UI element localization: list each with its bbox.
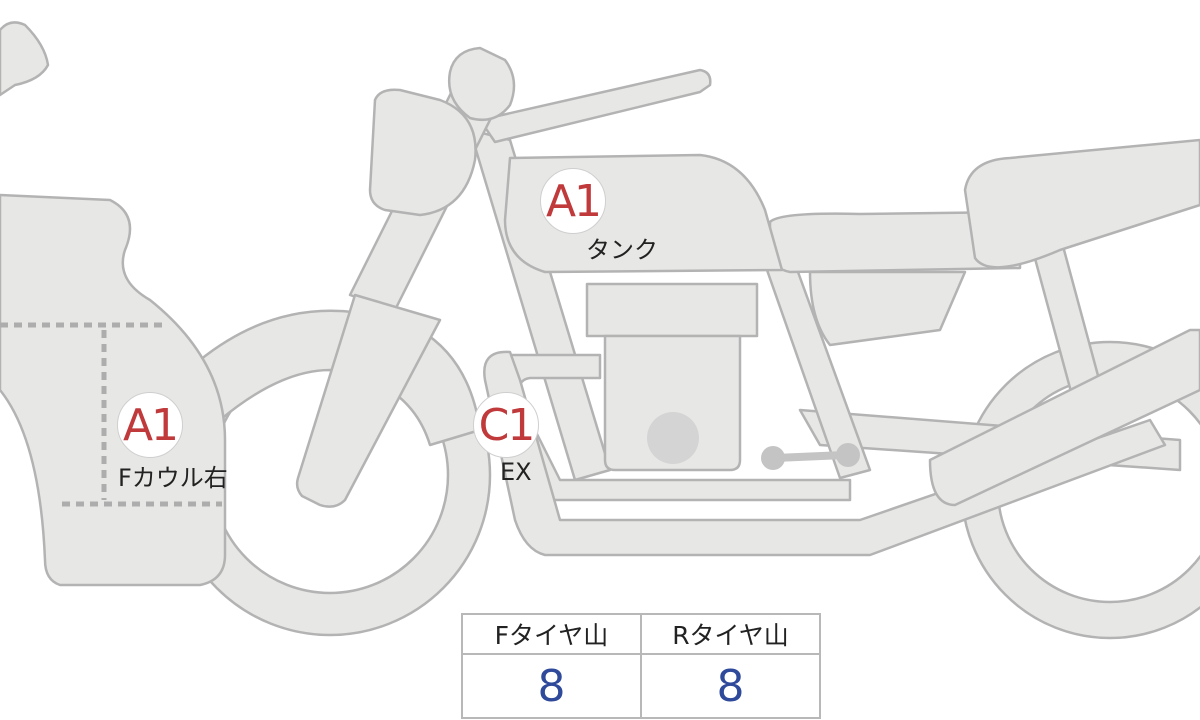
rear-tire-header: Rタイヤ山	[640, 613, 821, 655]
engine	[585, 282, 860, 472]
damage-area-outline	[0, 322, 222, 507]
marker-tank-code[interactable]: A1	[540, 168, 606, 234]
side-cover	[808, 270, 967, 347]
front-tire-header: Fタイヤ山	[461, 613, 642, 655]
marker-tank-label: タンク	[586, 236, 658, 264]
handlebar	[478, 68, 712, 144]
front-tire-value: 8	[461, 653, 642, 719]
windscreen	[0, 21, 50, 97]
rear-tire-value: 8	[640, 653, 821, 719]
exhaust-lower	[483, 350, 1167, 557]
marker-fcowl-code[interactable]: A1	[117, 392, 183, 458]
front-cowl	[0, 193, 227, 587]
mirror	[447, 46, 516, 122]
marker-ex-label: EX	[500, 458, 532, 486]
marker-fcowl-label: Fカウル右	[118, 464, 228, 492]
marker-ex-code[interactable]: C1	[473, 392, 539, 458]
tire-tread-table: Fタイヤ山 Rタイヤ山 8 8	[461, 613, 821, 719]
headlight	[368, 88, 477, 217]
tail-cowl	[963, 138, 1200, 269]
muffler	[928, 328, 1200, 507]
fork-lower	[295, 293, 442, 508]
